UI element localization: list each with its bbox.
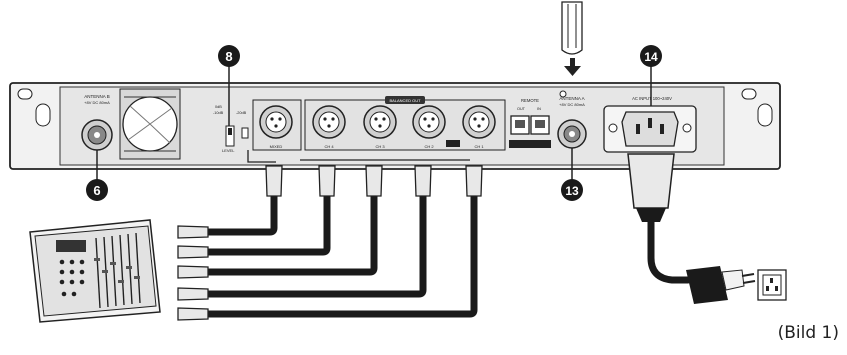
ac-input-label: AC INPUT 100~240V bbox=[632, 96, 672, 101]
power-plug-icon bbox=[686, 266, 756, 304]
callout-6: 6 bbox=[86, 179, 108, 201]
ch3-label: CH 3 bbox=[375, 144, 385, 149]
balanced-out-label: BALANCED OUT bbox=[389, 98, 421, 103]
antenna-a-connector: ANTENNA A +8V DC 80mA bbox=[557, 96, 587, 149]
ground-lift-switch bbox=[446, 140, 460, 147]
cooling-fan bbox=[119, 88, 181, 160]
level-label: LEVEL bbox=[222, 148, 235, 153]
level-option-2: -20dB bbox=[236, 111, 247, 115]
antenna-b-label: ANTENNA B bbox=[84, 94, 110, 99]
xlr-cables bbox=[204, 191, 478, 318]
callout-13: 13 bbox=[561, 179, 583, 201]
ch1-xlr: CH 1 bbox=[462, 105, 496, 149]
remote-out-label: OUT bbox=[517, 107, 526, 111]
callout-8-number: 8 bbox=[225, 49, 232, 64]
remote-in-label: IN bbox=[537, 107, 541, 111]
antenna-a-label: ANTENNA A bbox=[559, 96, 584, 101]
ch2-xlr: CH 2 bbox=[412, 105, 446, 149]
callout-6-number: 6 bbox=[93, 183, 100, 198]
xlr-plugs-horizontal bbox=[177, 225, 209, 321]
antenna-a-power-label: +8V DC 80mA bbox=[559, 102, 585, 107]
ch3-xlr: CH 3 bbox=[363, 105, 397, 149]
down-arrow-icon bbox=[564, 58, 581, 76]
xlr-plugs-vertical bbox=[265, 165, 483, 197]
callout-14: 14 bbox=[640, 45, 662, 67]
ac-input-socket: AC INPUT 100~240V bbox=[603, 96, 697, 153]
mixed-label: MIXED bbox=[270, 144, 283, 149]
callout-14-number: 14 bbox=[644, 50, 658, 64]
ch4-xlr: CH 4 bbox=[312, 105, 346, 149]
balanced-output-group: BALANCED OUT CH 4 CH 3 CH 2 CH 1 bbox=[304, 96, 506, 151]
screwdriver-icon bbox=[561, 1, 583, 55]
callout-8: 8 bbox=[218, 45, 240, 67]
ground-screw bbox=[559, 90, 567, 98]
power-cord bbox=[627, 153, 756, 304]
ch4-label: CH 4 bbox=[324, 144, 334, 149]
callout-leaders bbox=[96, 66, 652, 182]
remote-label: REMOTE bbox=[521, 98, 539, 103]
mixed-output-xlr: MIXED bbox=[252, 99, 302, 151]
level-option-0: 0dB bbox=[215, 105, 222, 109]
level-switch: 0dB -10dB -20dB LEVEL bbox=[213, 105, 249, 153]
group-brackets bbox=[247, 150, 470, 163]
figure-caption: (Bild 1) bbox=[777, 323, 839, 343]
remote-ports: REMOTE OUT IN bbox=[509, 98, 551, 148]
wall-socket-icon bbox=[757, 269, 787, 301]
level-option-1: -10dB bbox=[213, 111, 224, 115]
antenna-b-connector: ANTENNA B +8V DC 80mA bbox=[81, 94, 113, 151]
antenna-b-power-label: +8V DC 80mA bbox=[84, 100, 110, 105]
mixing-console bbox=[29, 219, 161, 323]
ch2-label: CH 2 bbox=[424, 144, 434, 149]
callout-13-number: 13 bbox=[565, 184, 579, 198]
ch1-label: CH 1 bbox=[474, 144, 484, 149]
